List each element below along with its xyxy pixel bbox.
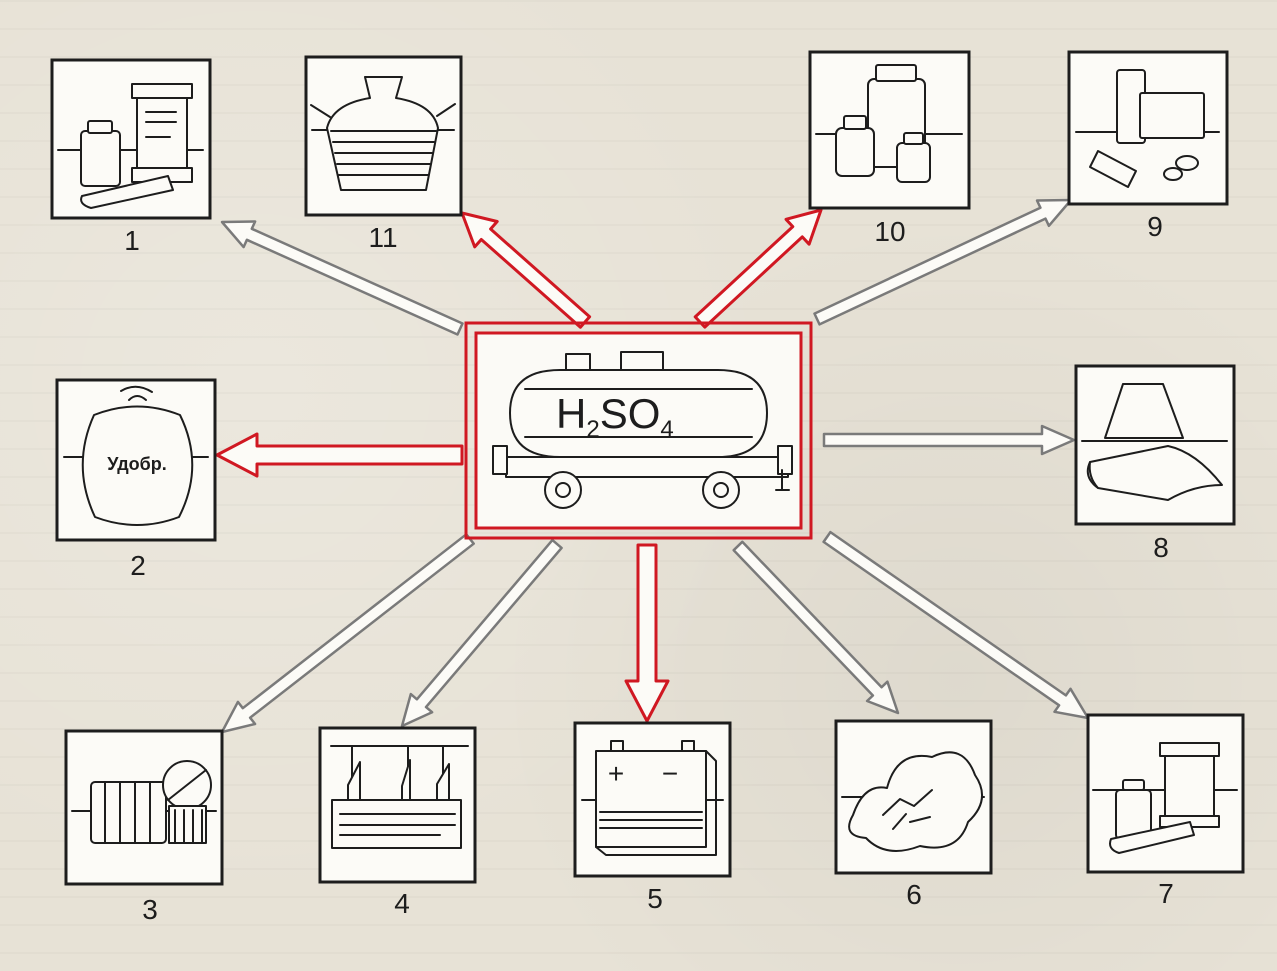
arrow-layer — [215, 198, 1090, 734]
item-10-bottles-panel: 10 — [808, 50, 971, 247]
item-5-battery-panel: + − 5 — [573, 721, 732, 914]
item-4-number: 4 — [394, 888, 410, 919]
arrow-to-item-4 — [400, 538, 563, 728]
battery-minus-sign: − — [662, 758, 678, 789]
item-1-number: 1 — [124, 225, 140, 256]
arrow-to-item-9 — [813, 198, 1073, 326]
center-h2so4-box: H2SO4 — [464, 321, 813, 540]
reagent-bottles-icon — [815, 64, 963, 183]
fabric-roll-icon — [1081, 383, 1228, 501]
electrolysis-bath-icon — [330, 745, 469, 849]
item-11-number: 11 — [368, 222, 397, 253]
center-outer-frame — [464, 321, 813, 540]
item-9-number: 9 — [1147, 211, 1163, 242]
cosmetics-jars-icon-2 — [1092, 742, 1238, 854]
item-3-number: 3 — [142, 894, 158, 925]
item-6-number: 6 — [906, 879, 922, 910]
car-battery-icon: + − — [581, 740, 724, 856]
arrow-to-item-7 — [822, 530, 1090, 720]
arrow-to-item-11 — [460, 211, 592, 329]
tank-car-icon: H2SO4 — [492, 351, 793, 509]
cosmetics-jars-icon — [57, 83, 204, 209]
arrow-to-item-3 — [220, 533, 475, 734]
arrow-to-item-6 — [732, 540, 900, 715]
item-2-number: 2 — [130, 550, 146, 581]
item-9-medicine-panel: 9 — [1067, 50, 1229, 242]
electric-motor-icon — [71, 760, 217, 844]
carboy-icon — [310, 76, 456, 191]
item-6-explosives-panel: 6 — [834, 719, 993, 910]
item-5-number: 5 — [647, 883, 663, 914]
item-4-electrolysis-panel: 4 — [318, 726, 477, 919]
item-8-number: 8 — [1153, 532, 1169, 563]
item-10-number: 10 — [874, 216, 905, 247]
item-3-motor-panel: 3 — [64, 729, 224, 925]
item-2-fertilizer-panel: Удобр. 2 — [55, 378, 217, 581]
arrow-to-item-1 — [220, 220, 464, 336]
explosion-icon — [841, 751, 985, 852]
item-7-number: 7 — [1158, 878, 1174, 909]
arrow-to-item-2 — [215, 432, 464, 478]
formula-text: H2SO4 — [556, 390, 674, 443]
item-7-cosmetics-panel: 7 — [1086, 713, 1245, 909]
item-11-carboy-panel: 11 — [304, 55, 463, 253]
fertilizer-bag-icon: Удобр. — [63, 385, 209, 526]
battery-plus-sign: + — [608, 758, 624, 789]
item-8-textile-panel: 8 — [1074, 364, 1236, 563]
arrow-to-item-5 — [624, 543, 670, 723]
arrow-to-item-8 — [822, 424, 1076, 456]
fertilizer-bag-text: Удобр. — [107, 454, 167, 474]
arrow-to-item-10 — [693, 208, 823, 329]
medicine-box-icon — [1075, 69, 1220, 188]
item-1-cosmetics-panel: 1 — [50, 58, 212, 256]
